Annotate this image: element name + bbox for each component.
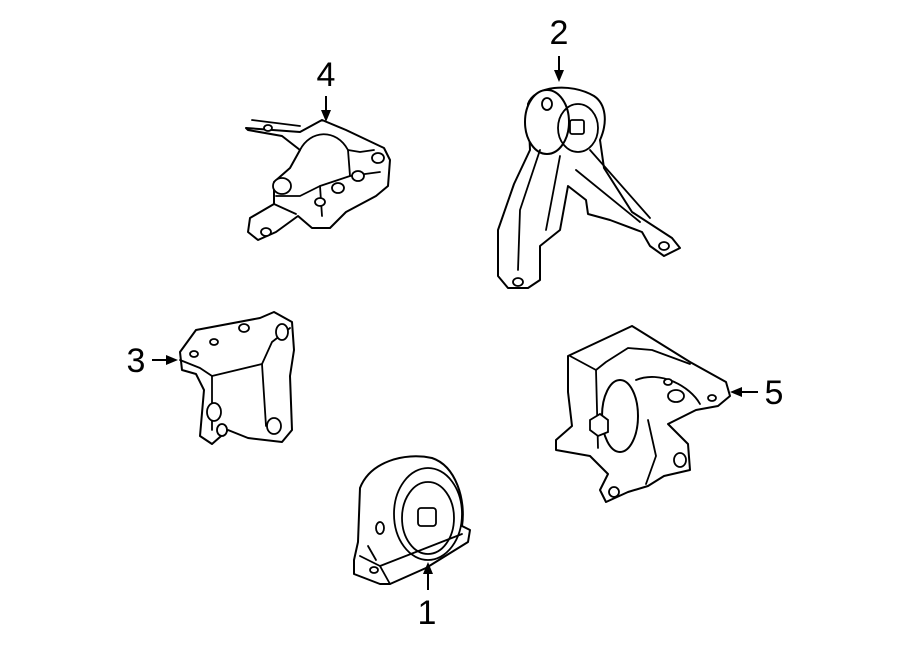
callout-1: 1 <box>418 562 437 632</box>
callout-3: 3 <box>127 342 178 380</box>
callout-label-2: 2 <box>550 14 569 52</box>
mount-part-4 <box>245 119 391 241</box>
callout-2: 2 <box>550 14 569 82</box>
callout-5: 5 <box>730 374 783 412</box>
callout-label-3: 3 <box>127 342 146 380</box>
callout-4: 4 <box>317 56 336 122</box>
mount-part-5 <box>555 325 731 503</box>
callout-label-5: 5 <box>765 374 784 412</box>
mount-part-2 <box>497 86 681 289</box>
mount-part-3 <box>179 311 295 445</box>
callout-label-4: 4 <box>317 56 336 94</box>
callout-label-1: 1 <box>418 594 437 632</box>
mount-part-1 <box>353 455 471 585</box>
